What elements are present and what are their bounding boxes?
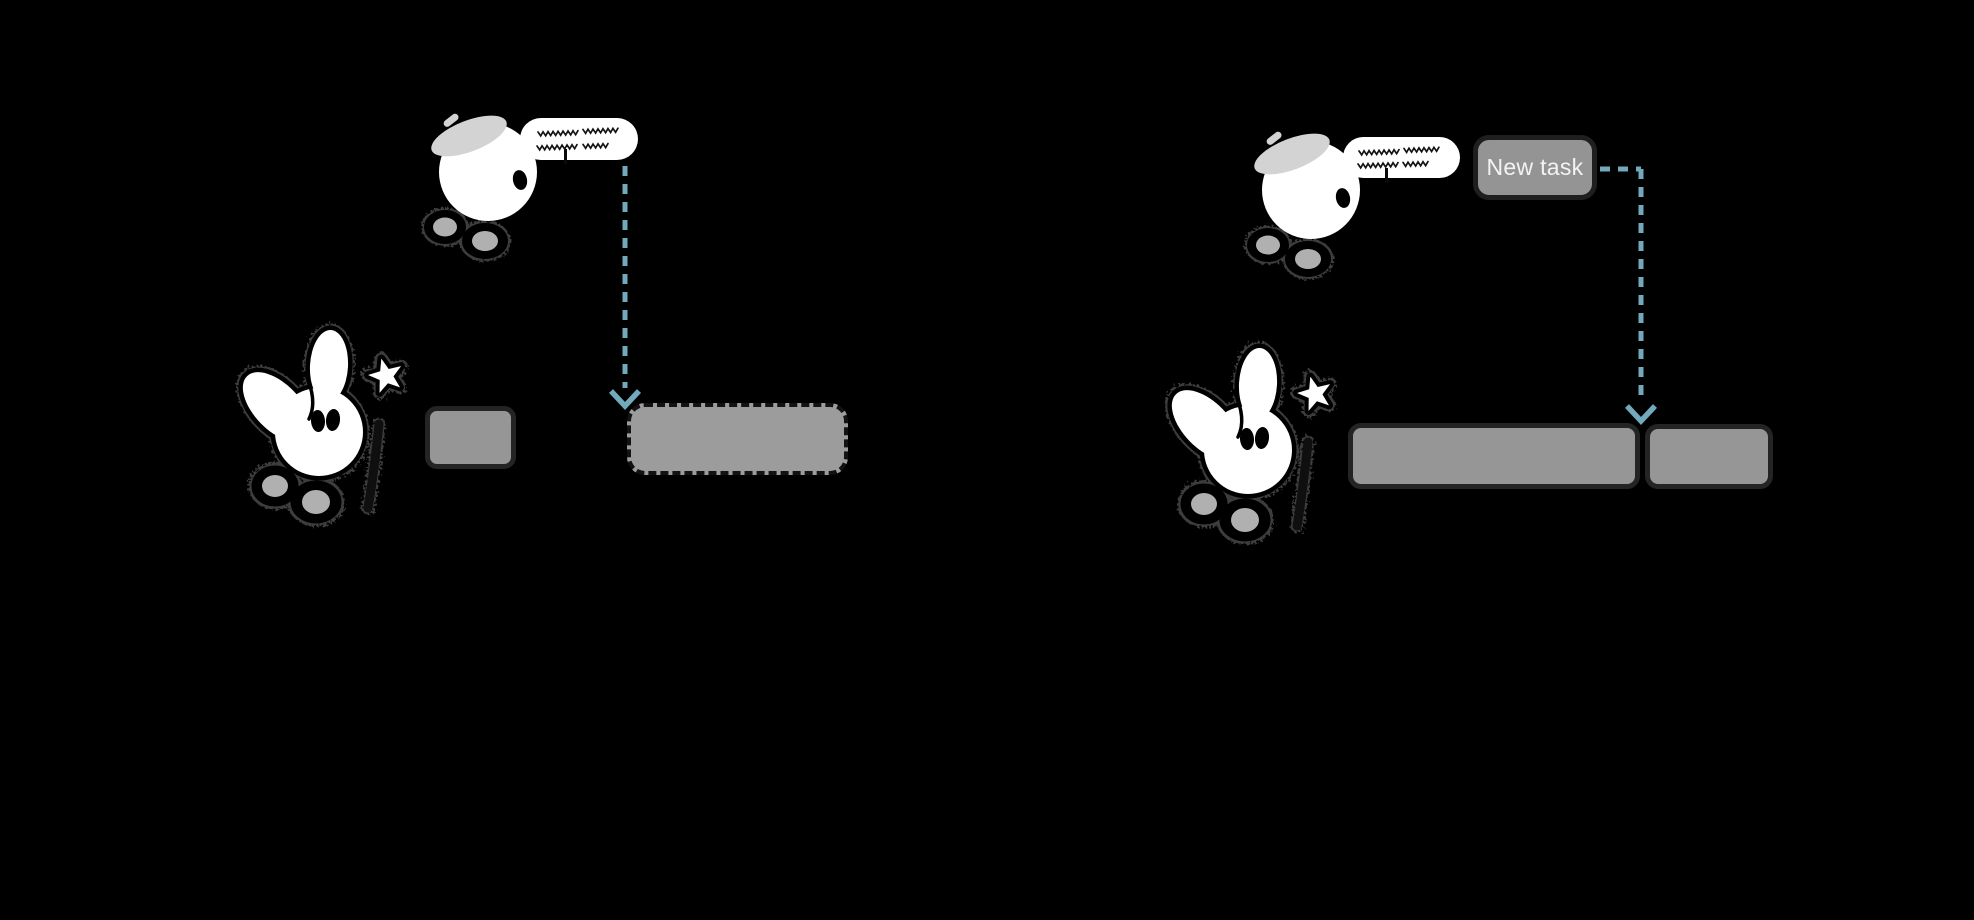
new-task-button[interactable]: New task <box>1473 135 1597 200</box>
arrowhead-icon <box>1624 404 1658 426</box>
wand-star-icon <box>1297 376 1331 411</box>
magic-wand-stick <box>363 419 384 513</box>
rabbit-body <box>1171 348 1331 532</box>
bird-feet <box>1247 228 1331 277</box>
bird-eye <box>512 170 528 190</box>
ear-crease <box>1232 389 1244 439</box>
dashed-elbow-arrow <box>1600 166 1658 426</box>
speech-bubble-tail <box>564 149 567 164</box>
scribble-text <box>536 126 619 152</box>
beret-icon <box>1254 131 1330 175</box>
rabbit-eye-right <box>1254 427 1270 449</box>
bird-character <box>421 113 537 262</box>
new-task-label: New task <box>1486 154 1584 180</box>
bird-character <box>1244 131 1360 280</box>
rabbit-eye-right <box>325 409 341 431</box>
rabbit-body <box>242 330 402 514</box>
rabbit-eye-left <box>310 410 326 432</box>
incoming-task-placeholder-block <box>627 403 848 475</box>
speech-bubble <box>1343 137 1460 178</box>
rabbit-foot-left <box>262 475 288 497</box>
dashed-down-arrow <box>608 166 642 411</box>
rabbit-foot-left <box>1191 493 1217 515</box>
speech-bubble <box>520 118 638 160</box>
speech-bubble-tail <box>1385 168 1388 183</box>
wand-star-icon <box>368 358 402 393</box>
ear-crease <box>303 371 315 421</box>
existing-task-block <box>425 406 516 469</box>
rabbit-character <box>1165 341 1337 545</box>
scribble-text <box>1357 145 1440 170</box>
rabbit-eye-left <box>1239 428 1255 450</box>
bird-eye <box>1335 188 1351 208</box>
arrowhead-icon <box>608 389 642 411</box>
rabbit-character <box>236 323 408 527</box>
beret-icon <box>431 113 507 157</box>
appended-task-block <box>1645 424 1773 489</box>
scene-before <box>236 113 848 527</box>
long-task-block <box>1348 423 1640 489</box>
bird-feet <box>424 210 508 259</box>
rabbit-foot-right <box>1231 508 1259 532</box>
rabbit-foot-right <box>302 490 330 514</box>
magic-wand-stick <box>1292 437 1313 531</box>
scene-after: New task <box>987 0 1974 920</box>
